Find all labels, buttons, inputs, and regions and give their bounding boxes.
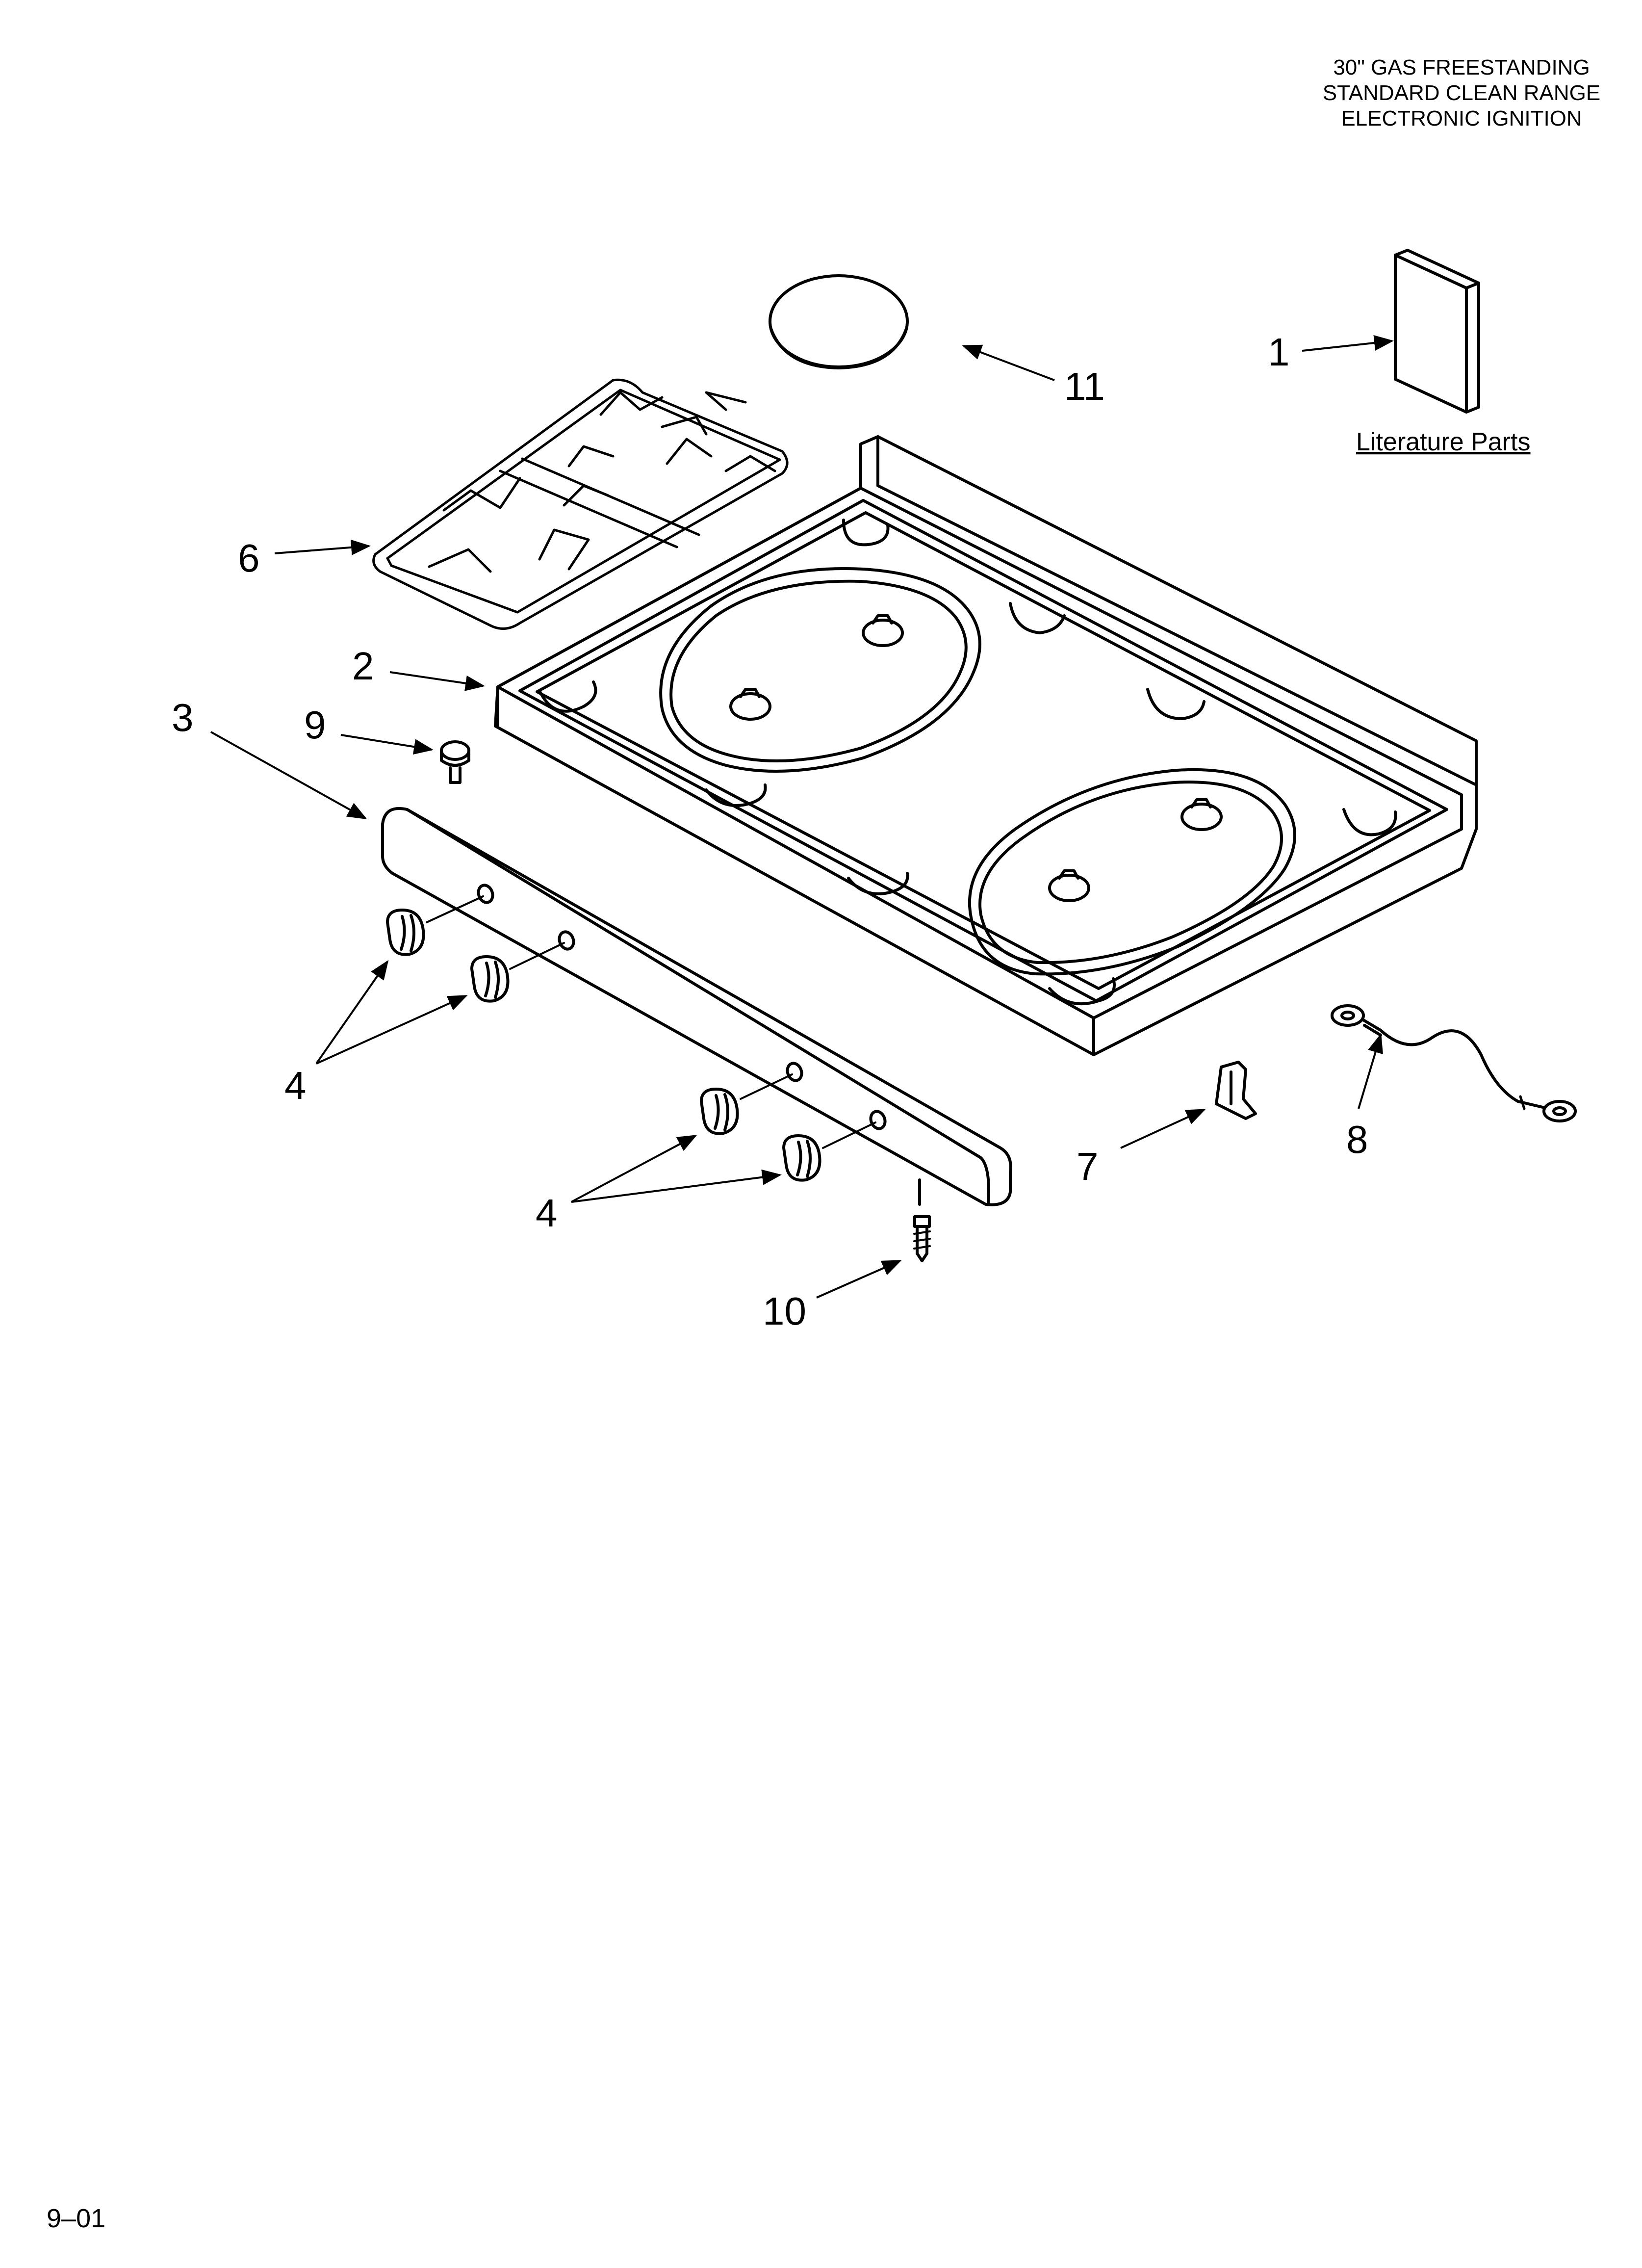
leader-4a-1 xyxy=(315,960,389,1065)
leader-3 xyxy=(210,731,367,819)
callout-7: 7 xyxy=(1077,1145,1099,1188)
callout-4b: 4 xyxy=(536,1191,558,1235)
leader-11 xyxy=(962,344,1055,381)
knob xyxy=(700,1073,793,1135)
knob xyxy=(782,1121,876,1182)
title-line-3: ELECTRONIC IGNITION xyxy=(1341,106,1582,130)
callout-2: 2 xyxy=(352,644,374,688)
leader-7 xyxy=(1120,1109,1206,1149)
leader-6 xyxy=(274,539,371,555)
mounting-screw xyxy=(440,740,470,784)
leader-lines xyxy=(210,335,1394,1299)
control-knobs xyxy=(386,895,876,1182)
knob xyxy=(470,942,565,1003)
callout-numbers: 1 11 6 2 3 9 4 4 10 7 8 xyxy=(172,330,1368,1333)
leader-10 xyxy=(816,1260,902,1299)
burner-cap xyxy=(769,274,909,369)
callout-3: 3 xyxy=(172,696,194,739)
leader-4a-2 xyxy=(316,995,468,1065)
leader-9 xyxy=(340,734,434,755)
callout-6: 6 xyxy=(238,536,260,580)
mounting-clip xyxy=(1215,1061,1257,1120)
literature-parts-label: Literature Parts xyxy=(1356,428,1531,456)
callout-11: 11 xyxy=(1064,365,1105,408)
title-line-2: STANDARD CLEAN RANGE xyxy=(1322,81,1601,105)
knob xyxy=(386,895,484,956)
control-panel xyxy=(381,807,1012,1206)
leader-4b-1 xyxy=(571,1135,697,1203)
ignition-wire xyxy=(1331,1004,1577,1122)
footer-code: 9–01 xyxy=(47,2204,105,2233)
callout-8: 8 xyxy=(1346,1118,1368,1161)
callout-1: 1 xyxy=(1268,330,1290,374)
diagram-title: 30" GAS FREESTANDING STANDARD CLEAN RANG… xyxy=(1256,55,1642,131)
title-line-1: 30" GAS FREESTANDING xyxy=(1333,55,1590,79)
leader-4b-2 xyxy=(571,1169,782,1203)
leader-1 xyxy=(1302,335,1394,352)
panel-screw xyxy=(913,1178,931,1262)
leader-2 xyxy=(389,671,485,691)
cooktop-panel xyxy=(494,435,1478,1056)
callout-4a: 4 xyxy=(284,1064,307,1107)
callout-10: 10 xyxy=(763,1289,806,1333)
callout-9: 9 xyxy=(304,703,326,747)
leader-8 xyxy=(1358,1033,1383,1109)
literature-booklet xyxy=(1394,249,1480,414)
burner-grate xyxy=(372,378,789,630)
